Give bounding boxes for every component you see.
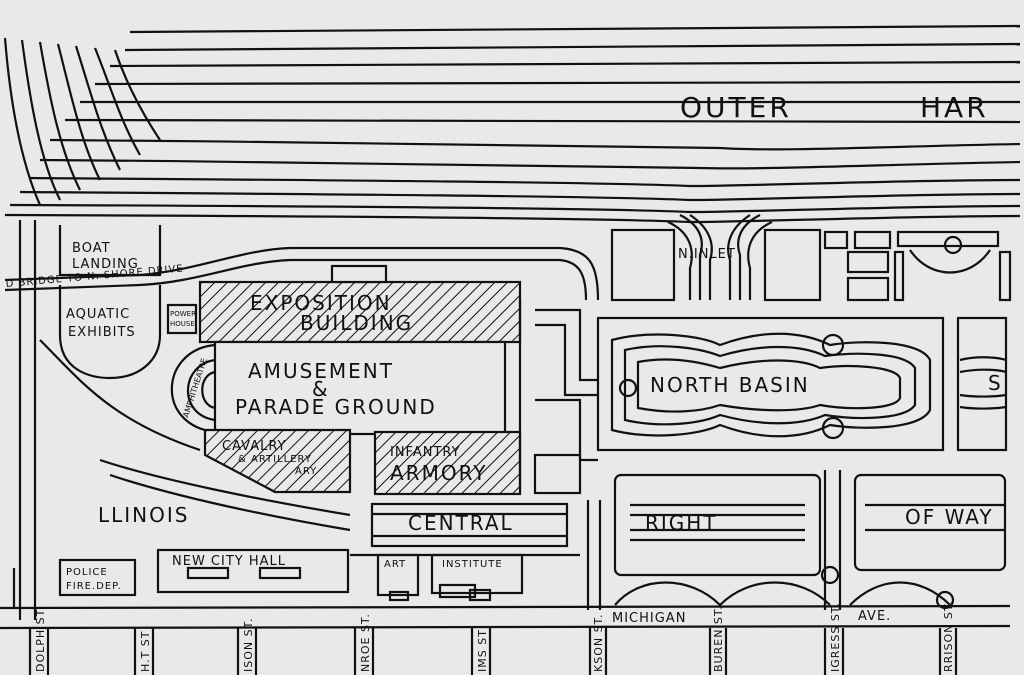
- label-ave: AVE.: [858, 609, 891, 624]
- east-blocks: [823, 230, 1012, 302]
- label-ary: ARY: [295, 466, 317, 477]
- label-of-way: OF WAY: [905, 505, 994, 529]
- label-boat: BOAT: [72, 241, 111, 256]
- street-label: RRISON ST.: [942, 600, 955, 672]
- label-exhibits: EXHIBITS: [68, 325, 136, 340]
- label-harbor: HAR: [920, 91, 989, 124]
- label-police: POLICE: [66, 567, 108, 578]
- label-right: RIGHT: [645, 511, 718, 535]
- civic-buildings: [58, 548, 524, 602]
- label-michigan: MICHIGAN: [612, 611, 686, 626]
- street-label: DOLPH ST: [34, 609, 47, 672]
- exposition-building: [198, 280, 522, 344]
- label-cavalry: CAVALRY: [222, 439, 286, 454]
- shore-drive: [4, 246, 600, 301]
- street-label: BUREN ST.: [712, 605, 725, 672]
- label-institute: INSTITUTE: [442, 559, 503, 570]
- street-label: KSON ST.: [592, 614, 605, 672]
- parade-ground: [213, 340, 507, 436]
- harbor-contours: [3, 24, 1021, 224]
- label-building: BUILDING: [300, 311, 413, 335]
- street-label: IMS ST: [476, 629, 489, 672]
- label-exposition: EXPOSITION: [250, 291, 392, 315]
- label-parade-ground: PARADE GROUND: [235, 395, 437, 419]
- label-power: POWER: [170, 310, 196, 318]
- label-outer: OUTER: [680, 91, 792, 124]
- label-city-hall: NEW CITY HALL: [172, 554, 286, 569]
- label-central: CENTRAL: [408, 511, 514, 535]
- label-ampersand: &: [312, 377, 330, 401]
- walkways: [518, 300, 598, 495]
- amphitheatre: [170, 343, 216, 434]
- michigan-avenue: [0, 568, 1011, 630]
- label-n-inlet: N.INLET: [678, 247, 736, 262]
- street-label: ISON ST.: [242, 617, 255, 672]
- boat-landing-area: [18, 220, 198, 620]
- cross-streets: [28, 628, 958, 675]
- label-art: ART: [384, 559, 406, 570]
- label-artillery: & ARTILLERY: [238, 454, 312, 465]
- label-basin-s: S: [988, 371, 1003, 395]
- exposition-entrance: [330, 264, 388, 284]
- street-label: H.T ST: [139, 631, 152, 673]
- infantry-armory: [373, 430, 522, 496]
- label-infantry: INFANTRY: [390, 445, 461, 460]
- label-landing: LANDING: [72, 257, 139, 272]
- label-illinois: LLINOIS: [98, 503, 189, 527]
- label-fire-dep: FIRE.DEP.: [66, 581, 122, 592]
- lower-park: [39, 339, 1007, 610]
- label-house: HOUSE: [170, 320, 195, 328]
- north-inlet: [610, 214, 822, 302]
- cavalry-building: [203, 428, 352, 494]
- street-label: NROE ST.: [359, 613, 372, 672]
- street-label: IGRESS ST.: [829, 602, 842, 672]
- north-basin: [596, 316, 1008, 452]
- label-north-basin: NORTH BASIN: [650, 373, 810, 397]
- label-amusement: AMUSEMENT: [248, 359, 394, 383]
- label-armory: ARMORY: [390, 461, 487, 485]
- label-aquatic: AQUATIC: [66, 307, 130, 322]
